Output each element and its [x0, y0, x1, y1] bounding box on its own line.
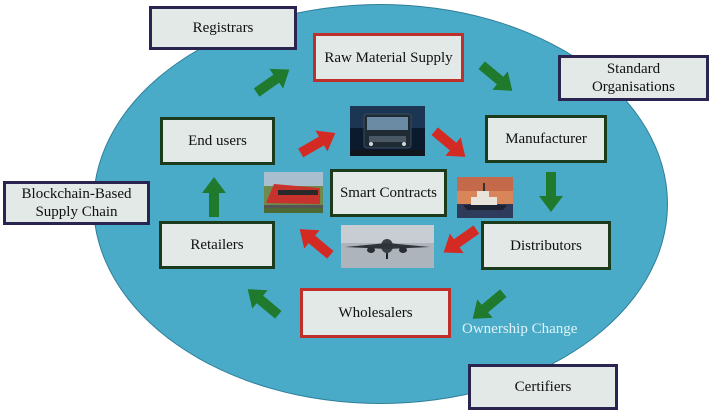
- arrow-red-2: [426, 121, 474, 167]
- arrow-raw-to-manufacturer: [473, 55, 521, 101]
- ship-image: [457, 177, 513, 218]
- wholesalers-box: Wholesalers: [300, 288, 451, 338]
- arrow-wholesalers-to-retailers: [239, 279, 287, 325]
- arrow-endusers-to-raw: [249, 59, 297, 103]
- retailers-box: Retailers: [159, 221, 275, 269]
- blockchain-supply-chain-label: Blockchain-Based Supply Chain: [21, 186, 132, 220]
- truck-image: [350, 106, 425, 156]
- registrars-box: Registrars: [149, 6, 297, 50]
- smart-contracts-label: Smart Contracts: [339, 185, 438, 201]
- distributors-label: Distributors: [510, 237, 582, 254]
- certifiers-label: Certifiers: [514, 379, 572, 395]
- arrow-red-4: [291, 219, 339, 265]
- end-users-box: End users: [160, 117, 275, 165]
- end-users-label: End users: [188, 133, 247, 149]
- train-image: [264, 172, 323, 213]
- standard-organisations-box: Standard Organisations: [558, 55, 709, 101]
- manufacturer-label: Manufacturer: [505, 131, 587, 147]
- distributors-box: Distributors: [481, 221, 611, 270]
- registrars-label: Registrars: [192, 20, 254, 36]
- standard-organisations-label: Standard Organisations: [591, 61, 676, 95]
- airplane-image: [341, 225, 434, 268]
- arrow-retailers-to-endusers: [202, 177, 226, 217]
- smart-contracts-box: Smart Contracts: [330, 169, 447, 217]
- arrow-red-3: [436, 219, 484, 263]
- manufacturer-box: Manufacturer: [485, 115, 607, 163]
- certifiers-box: Certifiers: [468, 364, 618, 410]
- wholesalers-label: Wholesalers: [338, 305, 413, 321]
- raw-material-supply-box: Raw Material Supply: [313, 33, 464, 82]
- retailers-label: Retailers: [190, 237, 244, 253]
- ownership-change-label: Ownership Change: [462, 321, 578, 337]
- raw-material-supply-label: Raw Material Supply: [324, 49, 453, 66]
- arrow-red-1: [294, 122, 342, 164]
- blockchain-supply-chain-box: Blockchain-Based Supply Chain: [3, 181, 150, 225]
- arrow-manufacturer-to-distributors: [539, 172, 563, 212]
